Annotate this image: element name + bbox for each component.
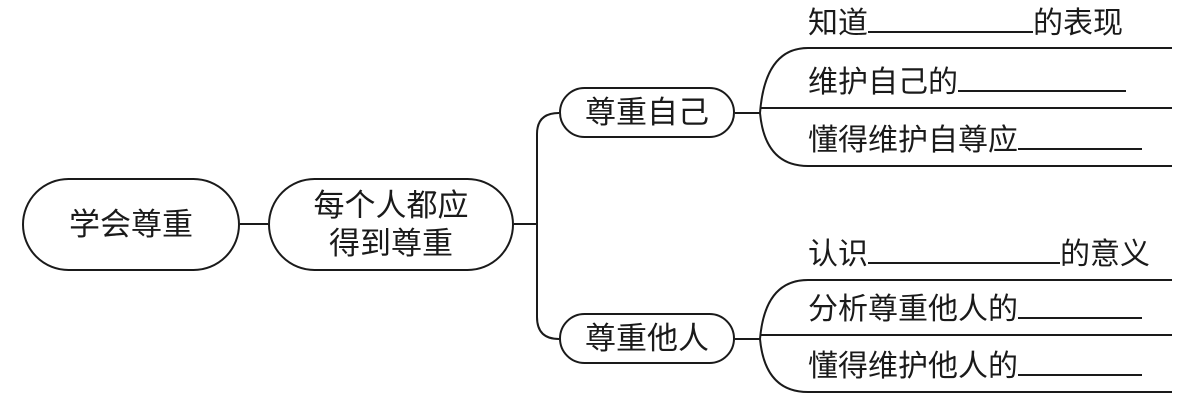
leaf-self-2: 维护自己的 [808,64,1126,101]
fill-in-blank[interactable] [1018,122,1142,150]
branch-label-respect-self: 尊重自己 [585,94,709,131]
connector-self-leaf-3 [759,112,1172,167]
leaf-others-3-before: 懂得维护他人的 [808,349,1018,384]
root-topic-label: 学会尊重 [69,206,193,243]
leaf-self-2-before: 维护自己的 [808,65,958,100]
leaf-others-3: 懂得维护他人的 [808,348,1142,385]
leaf-self-1-after: 的表现 [1033,6,1123,41]
leaf-others-1-after: 的意义 [1060,237,1150,272]
branch-node-respect-self: 尊重自己 [559,87,735,138]
connector-others-leaf-1 [759,279,1172,340]
fill-in-blank[interactable] [868,236,1060,264]
leaf-others-1-before: 认识 [808,237,868,272]
root-topic-node: 学会尊重 [22,178,240,271]
connector-trunk-self [536,112,560,224]
fill-in-blank[interactable] [868,5,1033,33]
main-topic-node: 每个人都应 得到尊重 [268,178,514,271]
connector-self-leaf-1 [759,47,1172,114]
branch-node-respect-others: 尊重他人 [559,313,735,364]
leaf-others-2: 分析尊重他人的 [808,291,1142,328]
connector-trunk-others [536,224,560,340]
leaf-self-3: 懂得维护自尊应 [808,122,1142,159]
leaf-self-1-before: 知道 [808,6,868,41]
main-topic-label: 每个人都应 得到尊重 [313,187,469,262]
fill-in-blank[interactable] [958,64,1126,92]
fill-in-blank[interactable] [1018,348,1142,376]
branch-label-respect-others: 尊重他人 [585,320,709,357]
leaf-others-2-before: 分析尊重他人的 [808,292,1018,327]
connector-others-leaf-3 [759,338,1172,393]
leaf-self-1: 知道 的表现 [808,5,1123,42]
leaf-self-3-before: 懂得维护自尊应 [808,123,1018,158]
leaf-others-1: 认识 的意义 [808,236,1150,273]
fill-in-blank[interactable] [1018,291,1142,319]
